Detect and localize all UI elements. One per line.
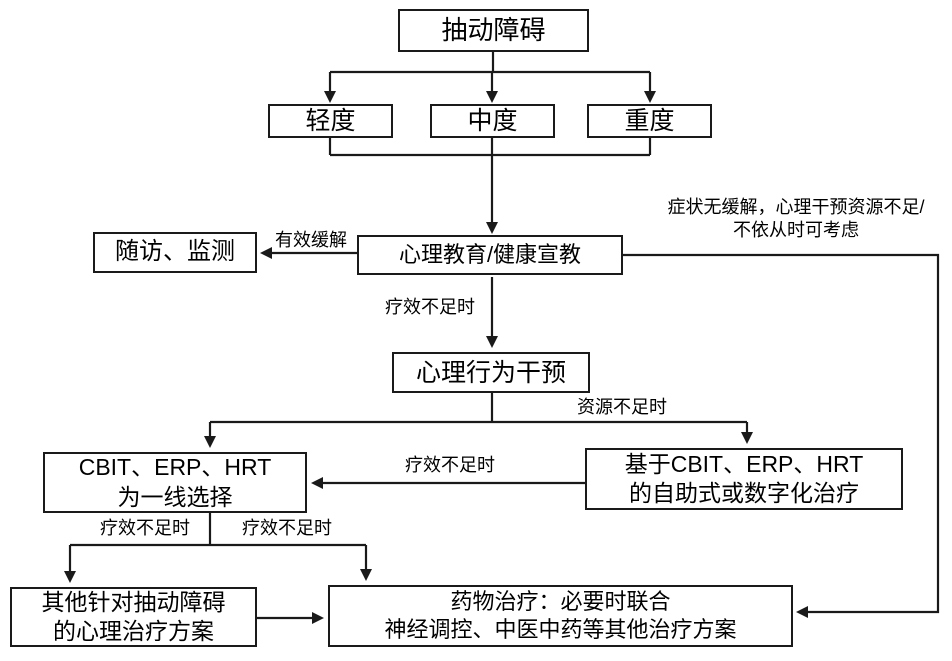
node-psychoeducation: 心理教育/健康宣教 xyxy=(357,235,623,275)
node-mild: 轻度 xyxy=(268,104,393,138)
edge-label-no-relief-note: 症状无缓解，心理干预资源不足/ 不依从时可考虑 xyxy=(667,197,925,240)
node-moderate: 中度 xyxy=(430,104,555,138)
edge-label-insufficient-efficacy-right: 疗效不足时 xyxy=(242,518,332,538)
node-tic-disorder: 抽动障碍 xyxy=(398,9,589,52)
node-digital-self-help-therapy: 基于CBIT、ERP、HRT 的自助式或数字化治疗 xyxy=(585,448,903,510)
connector-root-trunk xyxy=(330,52,650,74)
edge-label-insufficient-efficacy-psychoed: 疗效不足时 xyxy=(385,297,475,317)
edge-label-insufficient-efficacy-left: 疗效不足时 xyxy=(100,518,190,538)
edge-label-effective-relief: 有效缓解 xyxy=(275,230,347,250)
node-followup-monitoring: 随访、监测 xyxy=(93,232,257,273)
connector-severity-merge xyxy=(328,138,652,157)
node-other-psychotherapy: 其他针对抽动障碍 的心理治疗方案 xyxy=(10,587,257,647)
edge-label-insufficient-resources: 资源不足时 xyxy=(577,397,667,417)
node-behavioral-intervention: 心理行为干预 xyxy=(392,352,590,393)
node-severe: 重度 xyxy=(587,104,712,138)
node-cbit-first-line: CBIT、ERP、HRT 为一线选择 xyxy=(43,452,307,513)
edge-label-insufficient-efficacy-digital: 疗效不足时 xyxy=(405,455,495,475)
connector-psychoed-loop-to-medication xyxy=(623,253,940,618)
node-medication-therapy: 药物治疗：必要时联合 神经调控、中医中药等其他治疗方案 xyxy=(328,585,793,647)
